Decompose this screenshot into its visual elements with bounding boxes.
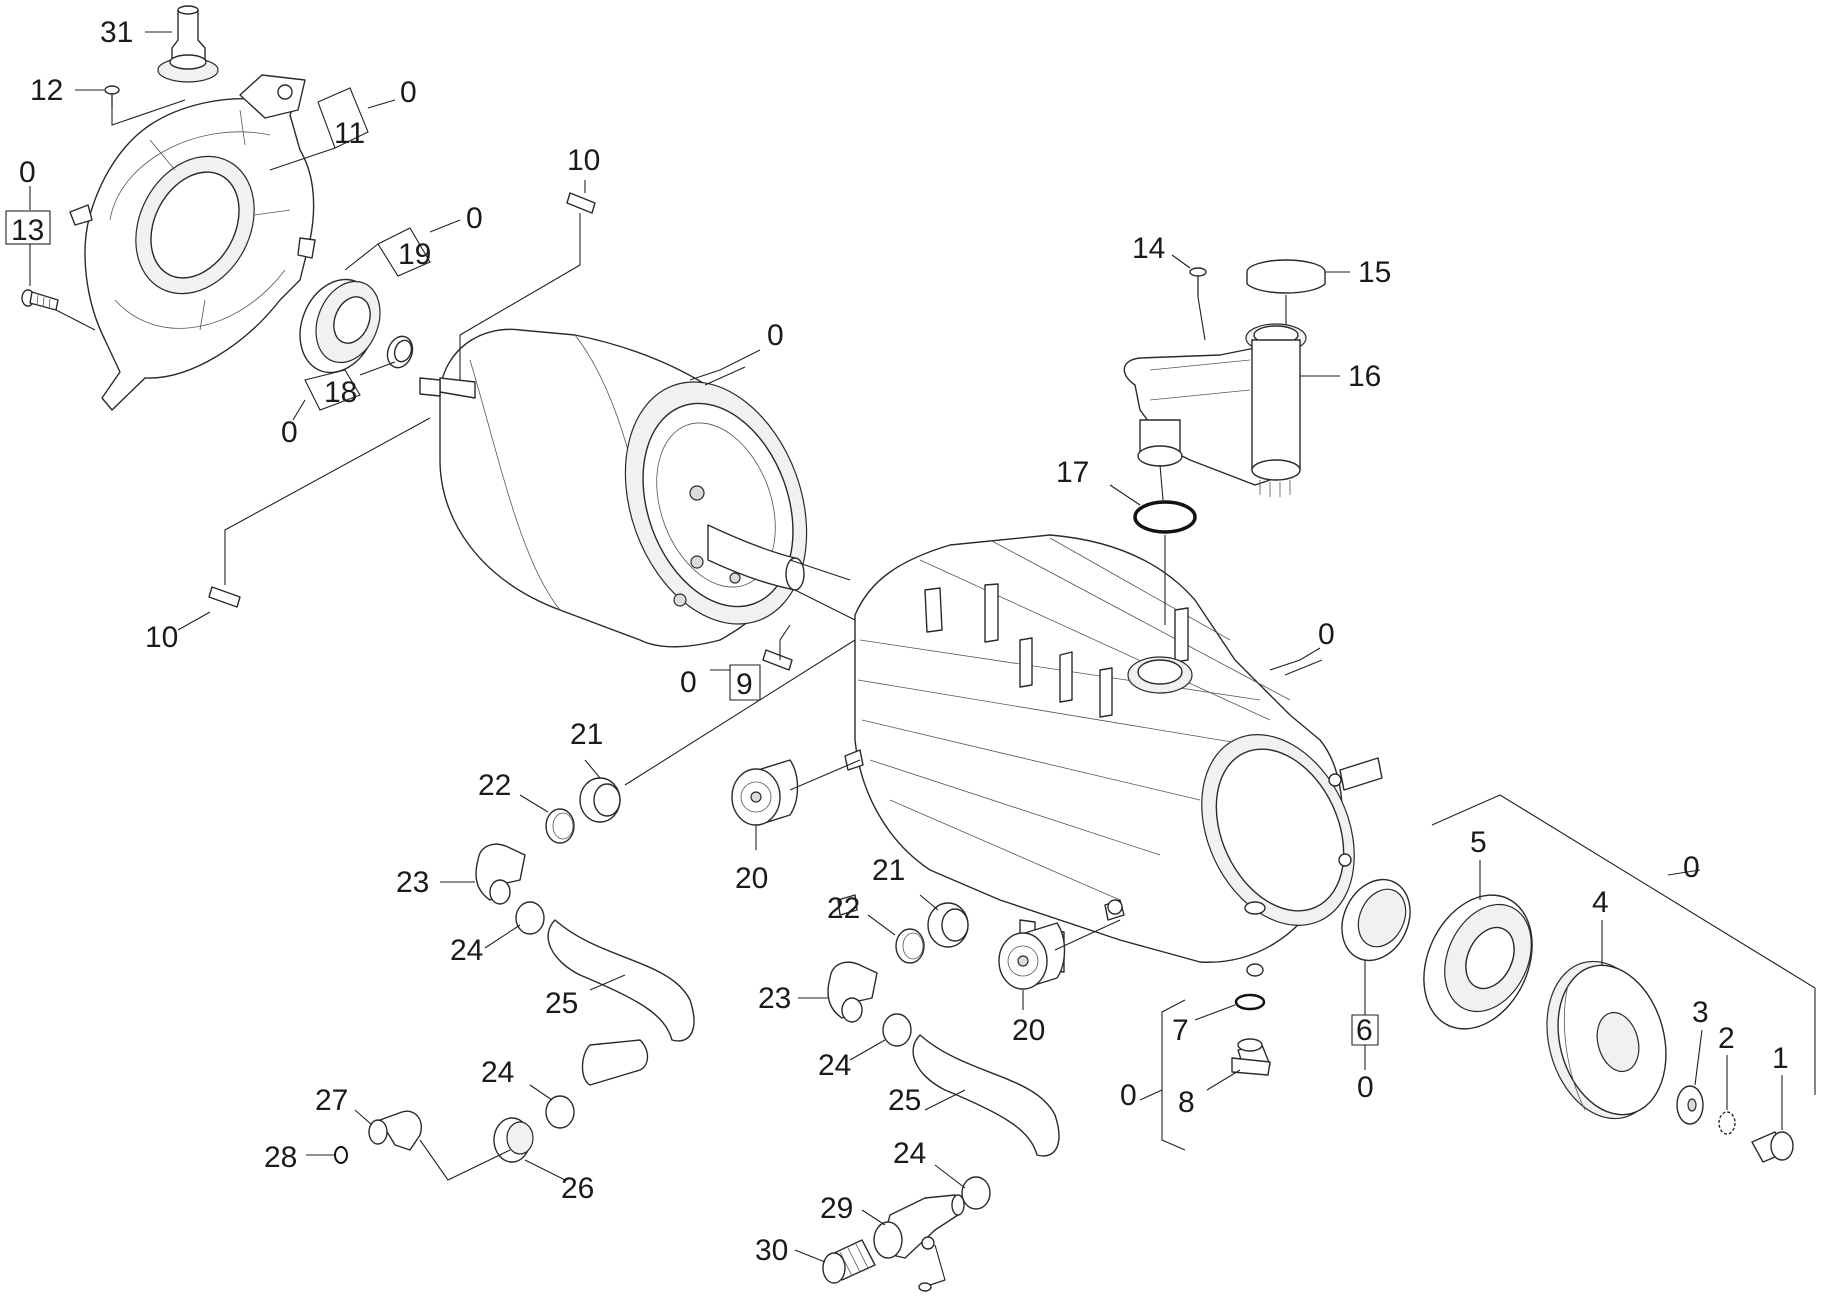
filter-30 — [822, 1239, 876, 1284]
bearing-5 — [1423, 894, 1533, 1030]
callout-12: 12 — [30, 74, 63, 107]
callout-17: 17 — [1056, 456, 1089, 489]
callout-20-right: 20 — [1012, 1014, 1045, 1047]
callout-13: 13 — [11, 214, 44, 247]
callout-22-left: 22 — [478, 769, 511, 802]
callout-motor-ref: 0 — [767, 319, 784, 352]
callout-13-ref: 0 — [19, 156, 36, 189]
callout-29: 29 — [820, 1192, 853, 1225]
spring-ring-18 — [386, 335, 414, 369]
callout-27: 27 — [315, 1084, 348, 1117]
callout-18: 18 — [324, 376, 357, 409]
callout-5: 5 — [1470, 826, 1487, 859]
callout-bearing-group-ref: 0 — [1683, 851, 1700, 884]
drain-plug-8 — [1231, 1038, 1271, 1076]
leader-lines — [29, 31, 1816, 1281]
callout-16: 16 — [1348, 360, 1381, 393]
callout-housing-ref: 0 — [1318, 618, 1335, 651]
nut-26 — [493, 1117, 534, 1163]
lock-washer-2 — [1718, 1111, 1736, 1135]
callout-28: 28 — [264, 1141, 297, 1174]
callout-4: 4 — [1592, 886, 1609, 919]
callout-9-ref: 0 — [680, 666, 697, 699]
callout-3: 3 — [1692, 996, 1709, 1029]
spring-22-left — [545, 808, 575, 844]
clamp-24-a — [515, 901, 545, 935]
callout-31: 31 — [100, 16, 133, 49]
bolt-1 — [1751, 1131, 1794, 1163]
feather-key-bottom — [208, 586, 241, 608]
callout-23-left: 23 — [396, 866, 429, 899]
bushing-21-right — [927, 902, 969, 948]
hose-25-left — [547, 919, 695, 1086]
callout-22-right: 22 — [827, 892, 860, 925]
callout-11-ref: 0 — [400, 76, 417, 109]
bushing-21-left — [579, 777, 621, 823]
callout-25-left: 25 — [545, 987, 578, 1020]
callout-24-b: 24 — [481, 1056, 514, 1089]
callout-11: 11 — [334, 117, 365, 150]
small-screw-29 — [918, 1279, 946, 1292]
clamp-24-d — [961, 1176, 991, 1210]
bushing-20-left — [731, 759, 799, 826]
oil-reservoir — [1123, 323, 1307, 497]
callout-1: 1 — [1772, 1042, 1789, 1075]
reservoir-cap — [1246, 259, 1326, 294]
callout-6-ref: 0 — [1357, 1071, 1374, 1104]
o-ring-28 — [334, 1146, 348, 1164]
callout-18-ref: 0 — [281, 416, 298, 449]
callout-13-box — [5, 210, 51, 245]
gear-housing — [837, 534, 1383, 977]
bushing-20-right — [998, 922, 1066, 990]
callout-21-right: 21 — [872, 854, 905, 887]
spring-22-right — [895, 928, 925, 964]
hose-barb-fitting — [157, 5, 219, 83]
callout-10-bottom: 10 — [145, 621, 178, 654]
feather-key-9 — [762, 649, 793, 671]
callout-25-right: 25 — [888, 1084, 921, 1117]
callout-10-top: 10 — [567, 144, 600, 177]
clamp-24-c — [882, 1013, 912, 1047]
callout-14: 14 — [1132, 232, 1165, 265]
elbow-27 — [368, 1110, 422, 1151]
elbow-23-left — [475, 843, 526, 905]
clamp-24-b — [545, 1095, 575, 1129]
feather-key-top — [566, 192, 596, 214]
callout-6: 6 — [1356, 1014, 1373, 1047]
o-ring-17 — [1133, 500, 1197, 534]
reservoir-screw — [1189, 267, 1207, 298]
hose-25-right — [912, 1034, 1060, 1157]
callout-19: 19 — [398, 238, 431, 271]
callout-20-left: 20 — [735, 862, 768, 895]
callout-19-ref: 0 — [466, 202, 483, 235]
callout-24-a: 24 — [450, 934, 483, 967]
callout-7-8-ref: 0 — [1120, 1079, 1137, 1112]
callout-8: 8 — [1178, 1086, 1195, 1119]
callout-26: 26 — [561, 1172, 594, 1205]
callout-21-left: 21 — [570, 718, 603, 751]
callout-23-right: 23 — [758, 982, 791, 1015]
shaft-seal-6 — [1341, 878, 1411, 962]
small-screw — [104, 85, 120, 109]
callout-24-c: 24 — [818, 1049, 851, 1082]
flange-cover — [69, 74, 316, 411]
callout-labels: 31 12 0 11 0 13 10 0 19 18 0 0 10 0 9 0 … — [5, 16, 1789, 1267]
callout-30: 30 — [755, 1234, 788, 1267]
washer-3 — [1676, 1085, 1704, 1125]
valve-29 — [873, 1194, 965, 1259]
callout-7: 7 — [1172, 1014, 1189, 1047]
pulley-4 — [1546, 960, 1667, 1120]
cover-screw — [21, 289, 59, 311]
callout-24-d: 24 — [893, 1137, 926, 1170]
elbow-23-right — [827, 961, 878, 1023]
callout-15: 15 — [1358, 256, 1391, 289]
motor-rotor — [419, 328, 808, 648]
callout-9: 9 — [736, 668, 753, 701]
ball-bearing-19 — [299, 278, 381, 374]
o-ring-7 — [1234, 993, 1266, 1011]
callout-2: 2 — [1718, 1022, 1735, 1055]
